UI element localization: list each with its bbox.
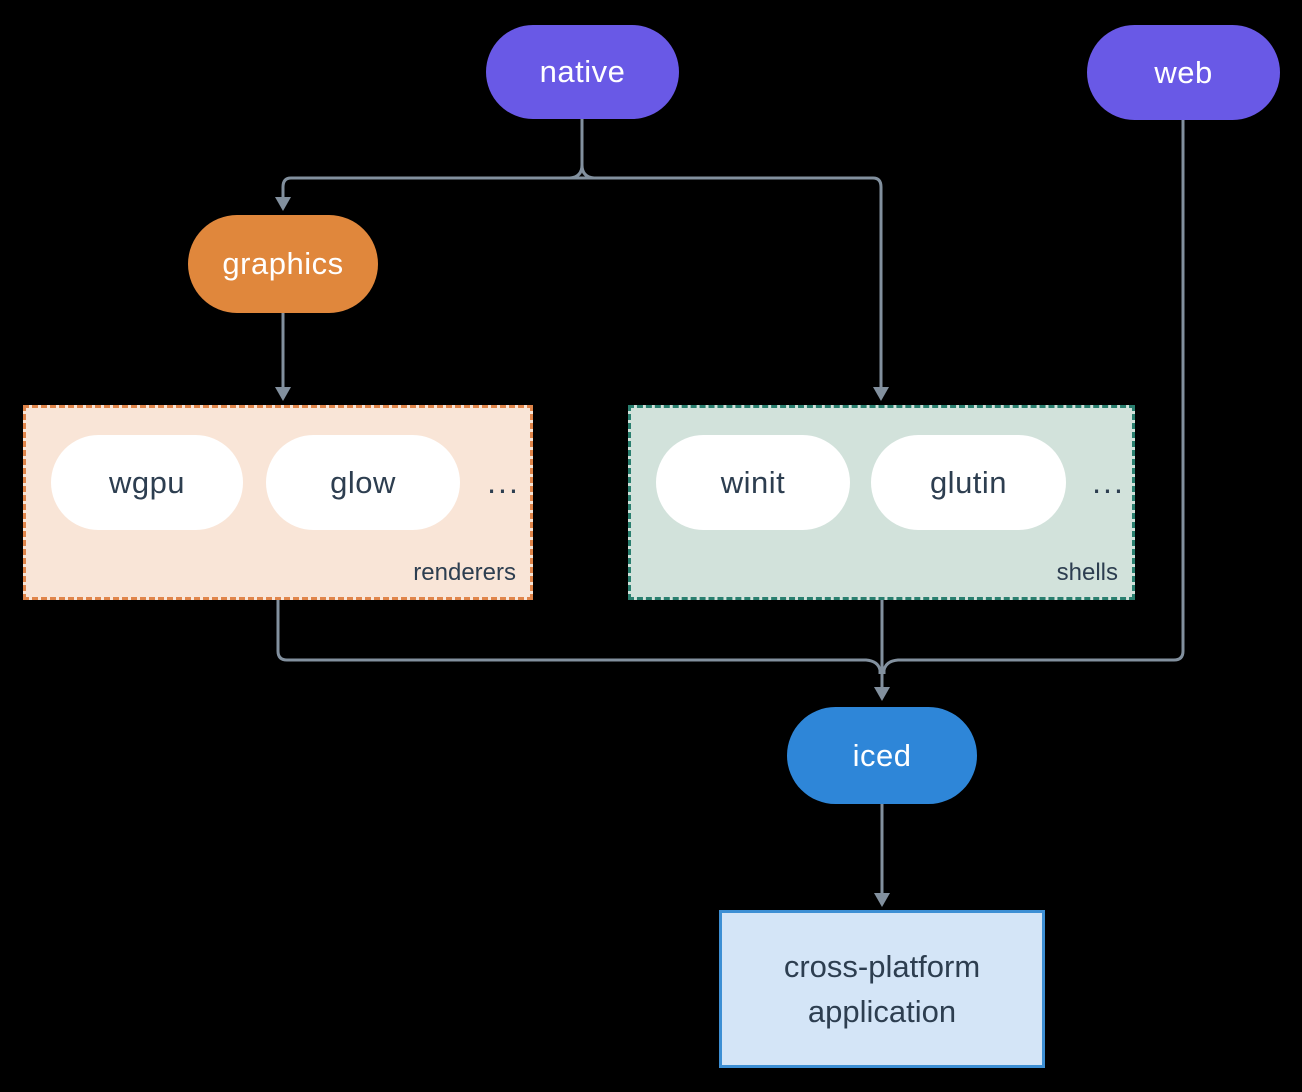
- group-shells: winit glutin ... shells: [628, 405, 1135, 600]
- node-glutin: glutin: [871, 435, 1066, 530]
- node-wgpu-label: wgpu: [108, 464, 186, 500]
- group-renderers-label: renderers: [413, 559, 516, 586]
- node-graphics: graphics: [188, 215, 378, 313]
- edge-renderers-iced: [276, 600, 882, 674]
- node-native: native: [486, 25, 679, 119]
- group-shells-label: shells: [1056, 559, 1118, 586]
- node-cross-platform-application: cross-platform application: [719, 910, 1045, 1068]
- node-iced: iced: [787, 707, 977, 804]
- renderers-ellipsis: ...: [487, 464, 520, 500]
- node-glow: glow: [266, 435, 460, 530]
- shells-ellipsis: ...: [1092, 464, 1125, 500]
- group-renderers: wgpu glow ... renderers: [23, 405, 533, 600]
- edge-native-stem: [569, 119, 595, 180]
- node-glutin-label: glutin: [929, 464, 1008, 500]
- node-graphics-label: graphics: [222, 246, 344, 281]
- node-glow-label: glow: [330, 464, 396, 500]
- arrowhead-application: [874, 893, 890, 907]
- node-iced-label: iced: [852, 737, 912, 773]
- node-wgpu: wgpu: [51, 435, 243, 530]
- node-web-label: web: [1154, 54, 1213, 90]
- arrowhead-graphics: [275, 197, 291, 211]
- arrowhead-iced: [874, 687, 890, 701]
- node-web: web: [1087, 25, 1280, 120]
- node-native-label: native: [539, 54, 626, 89]
- edge-native-graphics: [281, 176, 292, 198]
- arrowhead-renderers: [275, 387, 291, 401]
- application-label-line1: cross-platform: [783, 949, 981, 984]
- application-label-line2: application: [807, 994, 957, 1029]
- edge-native-shells: [872, 176, 883, 388]
- arrowhead-shells: [873, 387, 889, 401]
- node-winit-label: winit: [720, 464, 786, 500]
- node-winit: winit: [656, 435, 850, 530]
